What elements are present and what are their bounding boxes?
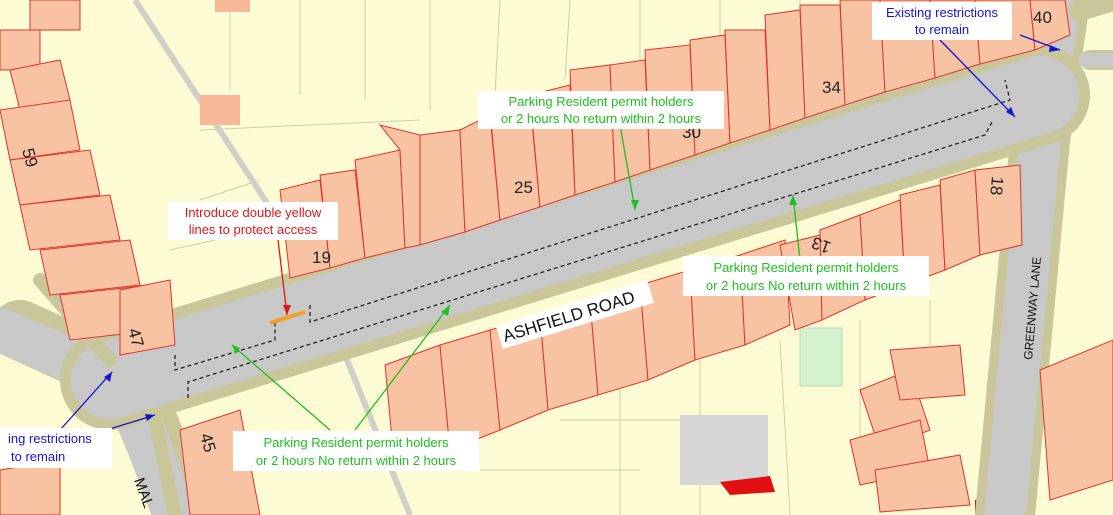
svg-text:Existing restrictions: Existing restrictions [886, 5, 998, 20]
double-yellow-lines [269, 310, 306, 325]
house-number: 47 [124, 326, 147, 349]
annotation-permit-top: Parking Resident permit holders or 2 hou… [478, 91, 724, 129]
house-number: 59 [18, 146, 41, 169]
leader-lines [59, 34, 1061, 433]
house-number: 34 [822, 78, 841, 97]
house-number: 40 [1033, 8, 1052, 27]
svg-text:lines to protect access: lines to protect access [189, 222, 318, 237]
annotation-existing-top: Existing restrictions to remain [872, 2, 1012, 40]
houses-west [0, 0, 176, 356]
annotations: Existing restrictions to remain ing rest… [0, 2, 1012, 471]
annotation-double-yellow: Introduce double yellow lines to protect… [168, 202, 338, 240]
svg-text:Parking Resident permit holder: Parking Resident permit holders [509, 94, 694, 109]
svg-text:Parking Resident permit holder: Parking Resident permit holders [264, 435, 449, 450]
svg-text:Parking Resident permit holder: Parking Resident permit holders [714, 260, 899, 275]
svg-text:to remain: to remain [915, 22, 969, 37]
bay-north-main [309, 79, 1011, 323]
house-number: 19 [312, 248, 331, 267]
parking-bays [174, 79, 1011, 398]
annotation-permit-bottom: Parking Resident permit holders or 2 hou… [233, 431, 479, 471]
house-numbers: 59 47 19 25 30 34 40 45 13 18 [18, 8, 1052, 454]
svg-text:Introduce double yellow: Introduce double yellow [185, 205, 322, 220]
svg-text:or 2 hours No return within 2: or 2 hours No return within 2 hours [706, 278, 907, 293]
svg-text:ing restrictions: ing restrictions [8, 431, 92, 446]
house-number: 25 [514, 178, 533, 197]
road-name-box [495, 279, 655, 349]
house-number: 45 [196, 431, 219, 454]
svg-text:or 2 hours No return within 2: or 2 hours No return within 2 hours [256, 453, 457, 468]
bay-south-main [187, 121, 993, 398]
bay-north-west [174, 320, 276, 371]
annotation-existing-left: ing restrictions to remain [0, 428, 112, 468]
house-number: 18 [986, 176, 1007, 197]
svg-text:to remain: to remain [11, 449, 65, 464]
annotation-permit-right: Parking Resident permit holders or 2 hou… [683, 256, 929, 296]
svg-text:or 2 hours No return within 2: or 2 hours No return within 2 hours [501, 111, 702, 126]
